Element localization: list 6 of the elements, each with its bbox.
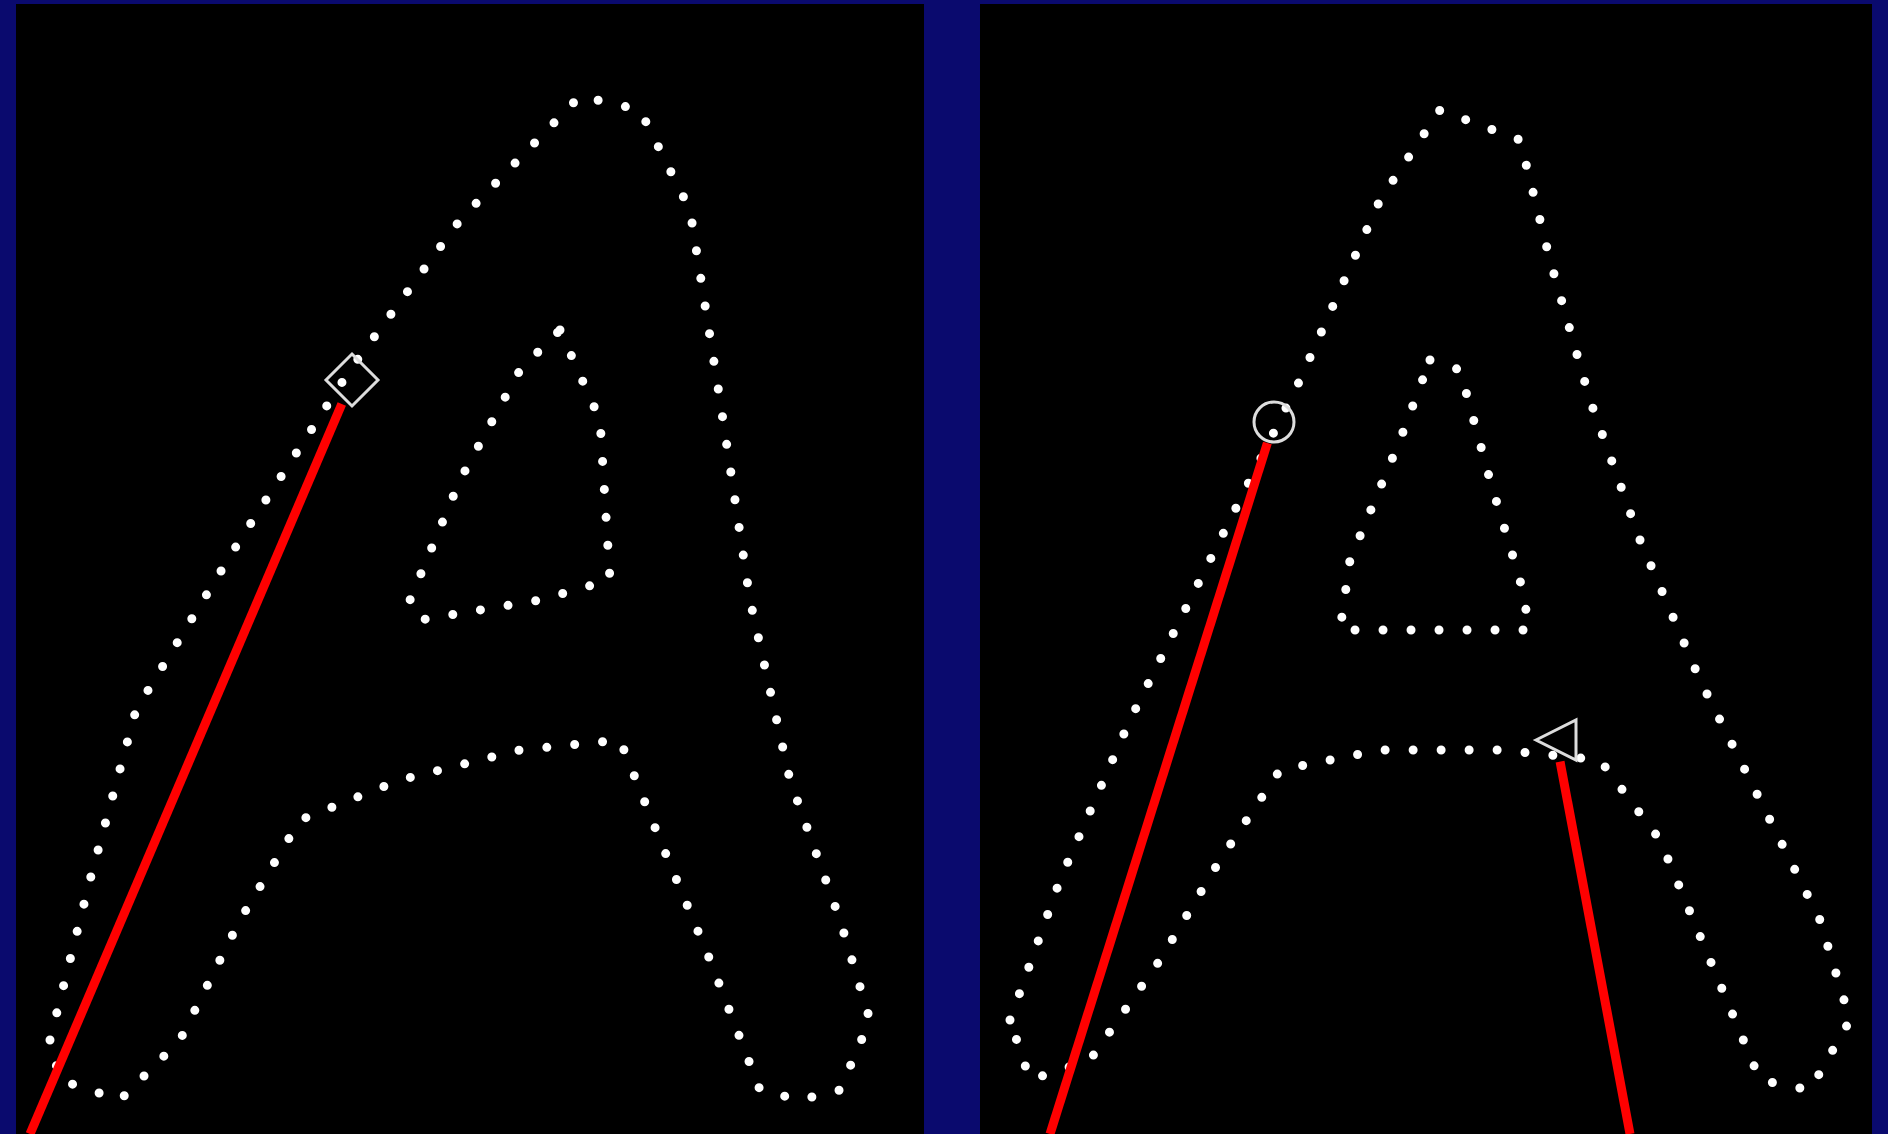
leader-line — [25, 402, 346, 1134]
leader-line — [1045, 441, 1272, 1134]
leader-line — [1555, 760, 1635, 1134]
triangle-marker — [1534, 718, 1578, 762]
diamond-marker — [326, 354, 378, 406]
circle-marker — [1252, 400, 1296, 444]
